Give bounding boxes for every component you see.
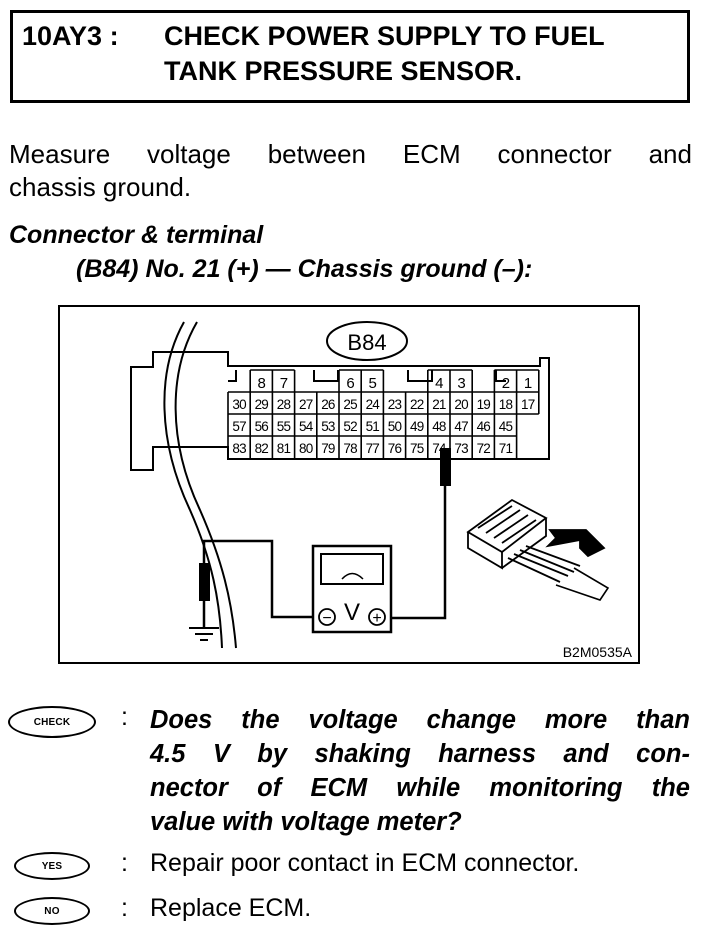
connector-id-oval bbox=[326, 321, 408, 361]
voltmeter-display bbox=[320, 553, 384, 585]
terminal-83: 83 bbox=[232, 441, 246, 456]
instruction-line1: Measure voltage between ECM connector an… bbox=[9, 139, 692, 169]
terminal-50: 50 bbox=[388, 419, 402, 434]
connector-terminal-label: Connector & terminal bbox=[9, 221, 264, 249]
terminal-71: 71 bbox=[499, 441, 513, 456]
terminal-49: 49 bbox=[410, 419, 424, 434]
figure-code: B2M0535A bbox=[563, 644, 633, 660]
terminal-7: 7 bbox=[280, 375, 288, 392]
yes-action: Repair poor contact in ECM connector. bbox=[150, 849, 580, 877]
voltmeter-needle-arc bbox=[341, 572, 364, 580]
terminal-27: 27 bbox=[299, 397, 313, 412]
connector-id-label: B84 bbox=[347, 330, 386, 355]
terminal-5: 5 bbox=[369, 375, 377, 392]
connector-top-notches bbox=[228, 370, 506, 382]
terminal-1: 1 bbox=[524, 375, 532, 392]
terminal-grid bbox=[227, 369, 540, 458]
terminal-4: 4 bbox=[435, 375, 443, 392]
terminal-79: 79 bbox=[321, 441, 335, 456]
terminal-6: 6 bbox=[346, 375, 354, 392]
ground-icon bbox=[189, 627, 219, 641]
connector-terminal-detail: (B84) No. 21 (+) — Chassis ground (–): bbox=[76, 255, 533, 283]
voltmeter-symbol: V bbox=[344, 599, 360, 626]
terminal-47: 47 bbox=[454, 419, 468, 434]
instruction-line2: chassis ground. bbox=[9, 172, 192, 202]
terminal-78: 78 bbox=[343, 441, 357, 456]
terminal-26: 26 bbox=[321, 397, 335, 412]
yes-colon: : bbox=[121, 849, 128, 877]
terminal-2: 2 bbox=[502, 375, 510, 392]
connector-illustration-icon bbox=[466, 498, 610, 601]
terminal-55: 55 bbox=[277, 419, 291, 434]
section-code: 10AY3 : bbox=[22, 21, 119, 51]
terminal-76: 76 bbox=[388, 441, 402, 456]
probe-negative bbox=[199, 563, 210, 601]
terminal-18: 18 bbox=[499, 397, 513, 412]
terminal-17: 17 bbox=[521, 397, 535, 412]
voltmeter-plus-terminal bbox=[368, 608, 386, 626]
terminal-45: 45 bbox=[499, 419, 513, 434]
lead-positive bbox=[392, 486, 447, 620]
terminal-51: 51 bbox=[366, 419, 380, 434]
terminal-24: 24 bbox=[366, 397, 381, 412]
header-box bbox=[10, 10, 690, 103]
terminal-80: 80 bbox=[299, 441, 313, 456]
check-badge: CHECK bbox=[8, 706, 96, 738]
terminal-25: 25 bbox=[343, 397, 357, 412]
check-question-line2: 4.5 V by shaking harness and con- bbox=[150, 740, 690, 768]
terminal-29: 29 bbox=[255, 397, 269, 412]
terminal-82: 82 bbox=[255, 441, 269, 456]
terminal-row-2: 57 56 55 54 53 52 51 50 49 48 47 46 45 bbox=[232, 419, 513, 434]
terminal-8: 8 bbox=[258, 375, 266, 392]
no-colon: : bbox=[121, 894, 128, 922]
probe-positive bbox=[440, 448, 451, 486]
diagram-frame bbox=[58, 305, 640, 664]
check-question-line1: Does the voltage change more than bbox=[150, 706, 690, 734]
section-title-line1: CHECK POWER SUPPLY TO FUEL bbox=[164, 21, 605, 51]
terminal-30: 30 bbox=[232, 397, 246, 412]
terminal-53: 53 bbox=[321, 419, 335, 434]
terminal-21: 21 bbox=[432, 397, 446, 412]
terminal-3: 3 bbox=[457, 375, 465, 392]
voltmeter-minus-terminal bbox=[318, 608, 336, 626]
terminal-77: 77 bbox=[366, 441, 380, 456]
check-question-line4: value with voltage meter? bbox=[150, 808, 462, 836]
terminal-28: 28 bbox=[277, 397, 291, 412]
no-action: Replace ECM. bbox=[150, 894, 312, 922]
voltmeter-minus-symbol: − bbox=[322, 610, 331, 627]
terminal-75: 75 bbox=[410, 441, 424, 456]
terminal-20: 20 bbox=[454, 397, 468, 412]
connector-body bbox=[130, 351, 550, 471]
yes-badge: YES bbox=[14, 852, 90, 880]
terminal-54: 54 bbox=[299, 419, 314, 434]
check-question-line3: nector of ECM while monitoring the bbox=[150, 774, 690, 802]
no-badge: NO bbox=[14, 897, 90, 925]
check-colon: : bbox=[121, 703, 128, 731]
terminal-56: 56 bbox=[255, 419, 269, 434]
terminal-57: 57 bbox=[232, 419, 246, 434]
harness-lines bbox=[163, 321, 237, 649]
terminal-52: 52 bbox=[343, 419, 357, 434]
terminal-81: 81 bbox=[277, 441, 291, 456]
terminal-22: 22 bbox=[410, 397, 424, 412]
terminal-73: 73 bbox=[454, 441, 468, 456]
terminal-48: 48 bbox=[432, 419, 446, 434]
terminal-19: 19 bbox=[477, 397, 491, 412]
terminal-46: 46 bbox=[477, 419, 491, 434]
section-title-line2: TANK PRESSURE SENSOR. bbox=[164, 56, 523, 86]
terminal-row-1: 30 29 28 27 26 25 24 23 22 21 20 19 18 17 bbox=[232, 397, 535, 412]
terminal-23: 23 bbox=[388, 397, 402, 412]
terminal-72: 72 bbox=[477, 441, 491, 456]
voltmeter-plus-symbol: + bbox=[372, 610, 381, 627]
